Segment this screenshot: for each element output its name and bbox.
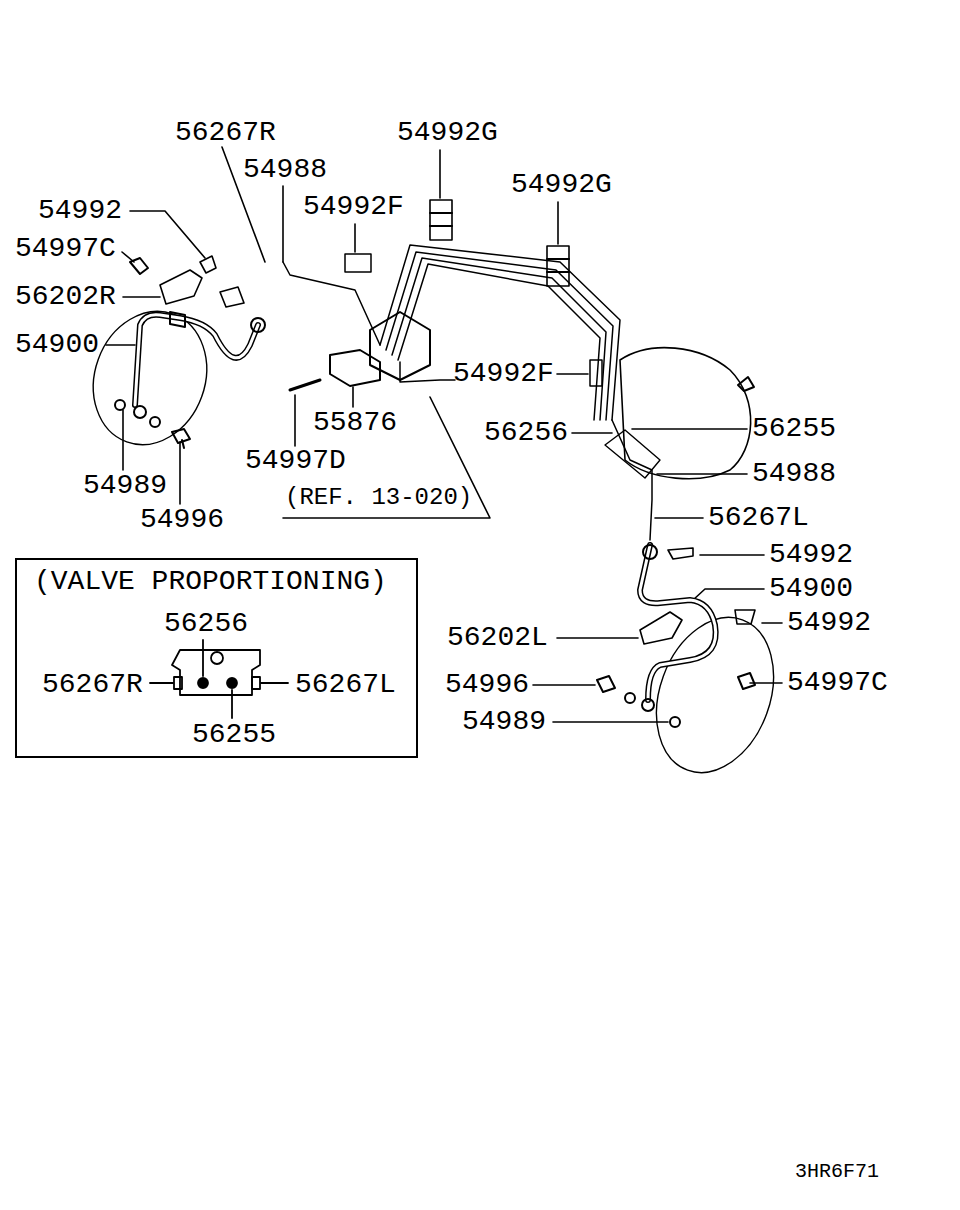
leader-lines [106,147,782,722]
callout-number: 55876 [313,408,397,438]
callout-number: 54992F [453,359,554,389]
callout-number: 54997C [787,668,888,698]
callout-number: 56267L [708,503,809,533]
callout-number: 56255 [192,720,276,750]
callout-number: 56202R [15,282,116,312]
callout-number: (REF. 13-020) [285,483,472,513]
drawing-code: 3HR6F71 [795,1157,879,1187]
callout-number: 54997C [15,234,116,264]
callout-number: 54989 [462,707,546,737]
callout-number: 54900 [15,330,99,360]
callout-number: 54997D [245,446,346,476]
callout-number: 54988 [243,155,327,185]
callout-number: 54996 [140,505,224,535]
callout-number: 54989 [83,471,167,501]
callout-number: 56202L [447,623,548,653]
callout-number: 56267R [42,670,143,700]
callout-number: 54996 [445,670,529,700]
callout-number: 54988 [752,459,836,489]
inset-heading: (VALVE PROPORTIONING) [34,567,387,597]
callout-number: 54900 [769,574,853,604]
valve-detail-drawing [150,640,288,718]
inset-box: (VALVE PROPORTIONING) 56256 56267R 56267L 56… [15,558,418,758]
callout-number: 54992G [511,170,612,200]
callout-number: 56256 [164,609,248,639]
callout-number: 54992 [769,540,853,570]
callout-number: 56256 [484,418,568,448]
callout-number: 56255 [752,414,836,444]
callout-number: 54992G [397,118,498,148]
callout-number: 54992 [38,196,122,226]
callout-number: 56267R [175,118,276,148]
callout-number: 54992F [303,192,404,222]
callout-number: 54992 [787,608,871,638]
callout-number: 56267L [295,670,396,700]
